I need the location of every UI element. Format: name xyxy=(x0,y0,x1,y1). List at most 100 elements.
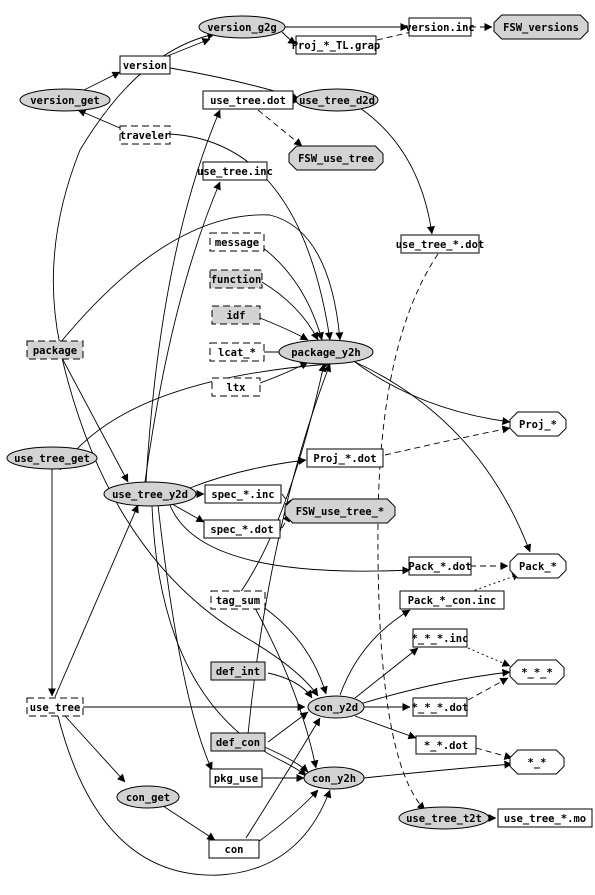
edge-tag_sum-con_y2h xyxy=(254,607,319,769)
node-use-tree-y2d: use_tree_y2d xyxy=(103,481,197,507)
node-shape xyxy=(307,695,365,719)
node-shape xyxy=(278,339,374,365)
node-shape xyxy=(509,411,567,437)
node-pack-con-inc: Pack_*_con.inc xyxy=(399,590,505,610)
node-label: *_*.dot xyxy=(424,740,468,752)
node-shape xyxy=(211,305,261,325)
node-pack-dot: Pack_*.dot xyxy=(408,556,472,576)
node-label: FSW_versions xyxy=(503,22,579,34)
node-label: *_*_*.inc xyxy=(412,633,469,645)
node-shape xyxy=(211,377,261,397)
node-fsw-versions: FSW_versions xyxy=(493,14,589,40)
edge-pack_con_inc-pack_star xyxy=(469,572,521,593)
node-shape xyxy=(398,806,490,830)
node-label: version_get xyxy=(30,95,100,107)
node-label: version xyxy=(123,60,167,72)
node-fsw-use-tree-star: FSW_use_tree_* xyxy=(284,498,396,524)
node-shape xyxy=(26,340,84,360)
node-label: con_get xyxy=(126,792,170,804)
edge-con_y2d-ss_dot xyxy=(354,715,417,740)
edge-tag_sum-con_y2d xyxy=(261,605,328,695)
node-version-get: version_get xyxy=(19,88,111,112)
edge-use_tree-use_tree_y2d xyxy=(54,504,139,698)
node-shape xyxy=(408,556,472,576)
node-label: con_y2h xyxy=(312,773,356,785)
edge-proj_star_dot-proj_star xyxy=(384,425,511,456)
node-shape xyxy=(295,35,377,55)
edges xyxy=(48,23,532,876)
node-shape xyxy=(209,768,263,788)
node-label: Proj_* xyxy=(519,419,557,431)
edge-version_g2g-proj_tl_grap xyxy=(281,31,297,45)
edge-package-con_y2d xyxy=(61,357,319,697)
node-shape xyxy=(198,15,286,39)
node-message: message xyxy=(209,232,265,252)
node-fsw-use-tree: FSW_use_tree xyxy=(288,145,384,171)
node-sss: *_*_* xyxy=(509,659,565,685)
edge-traveler-package_y2h xyxy=(167,133,333,341)
node-label: idf xyxy=(227,310,246,322)
node-label: use_tree_*.dot xyxy=(396,239,485,251)
node-shape xyxy=(210,590,266,610)
node-label: use_tree xyxy=(30,702,81,714)
node-shape xyxy=(116,785,180,809)
edge-message-package_y2h xyxy=(261,246,324,341)
node-def-con: def_con xyxy=(210,732,266,752)
node-shape xyxy=(26,697,84,717)
node-label: package xyxy=(33,345,77,357)
node-shape xyxy=(509,659,565,685)
node-package: package xyxy=(26,340,84,360)
node-proj-star: Proj_* xyxy=(509,411,567,437)
edge-use_tree_y2d-con_y2h xyxy=(151,505,307,777)
node-version: version xyxy=(119,55,171,75)
node-use-tree-get: use_tree_get xyxy=(6,446,98,470)
node-function: function xyxy=(209,269,263,289)
node-label: *_*_*.dot xyxy=(412,702,469,714)
node-shape xyxy=(119,125,171,145)
node-con-get: con_get xyxy=(116,785,180,809)
edge-use_tree_y2d-proj_star_dot xyxy=(189,456,307,489)
node-shape xyxy=(6,446,98,470)
node-use-tree-d2d: use_tree_d2d xyxy=(295,88,379,112)
edge-sss_inc-sss xyxy=(467,647,511,667)
node-label: con xyxy=(225,844,244,856)
node-label: package_y2h xyxy=(291,347,361,359)
node-shape xyxy=(202,161,268,181)
edge-con-con_y2d xyxy=(245,717,321,839)
node-def-int: def_int xyxy=(210,661,266,681)
node-pack-star: Pack_* xyxy=(509,553,567,579)
edge-con_y2d-sss_inc xyxy=(354,647,419,699)
node-tag-sum: tag_sum xyxy=(210,590,266,610)
edge-package-package_y2h xyxy=(59,214,344,344)
node-shape xyxy=(208,839,260,859)
edge-con_y2d-sss xyxy=(359,668,511,705)
node-label: spec_*.inc xyxy=(211,489,274,501)
edge-package_y2h-proj_star xyxy=(354,361,511,425)
edge-package_y2h-pack_star xyxy=(354,361,532,553)
node-use-tree-star-dot: use_tree_*.dot xyxy=(396,234,485,254)
edge-ltx-package_y2h xyxy=(259,361,309,384)
edge-use_tree_star_dot-use_tree_t2t xyxy=(377,253,439,811)
node-label: version.inc xyxy=(405,22,475,34)
node-idf: idf xyxy=(211,305,261,325)
node-label: use_tree_d2d xyxy=(299,95,375,107)
node-label: spec_*.dot xyxy=(210,524,273,536)
node-ltx: ltx xyxy=(211,377,261,397)
node-label: FSW_use_tree_* xyxy=(296,506,385,518)
node-con-y2h: con_y2h xyxy=(303,766,365,790)
node-spec-inc: spec_*.inc xyxy=(204,484,282,504)
node-lcat: lcat_* xyxy=(209,342,265,362)
node-shape xyxy=(412,697,468,717)
node-label: use_tree.inc xyxy=(197,166,273,178)
node-label: ltx xyxy=(227,382,247,394)
edge-con-con_y2h xyxy=(257,789,319,843)
node-label: use_tree_t2t xyxy=(406,813,482,825)
node-label: Pack_* xyxy=(519,561,557,573)
edge-use_tree_d2d-use_tree_star_dot xyxy=(359,107,435,235)
node-con-y2d: con_y2d xyxy=(307,695,365,719)
node-ss-dot: *_*.dot xyxy=(415,735,477,755)
node-shape xyxy=(210,732,266,752)
node-label: tag_sum xyxy=(216,595,260,607)
